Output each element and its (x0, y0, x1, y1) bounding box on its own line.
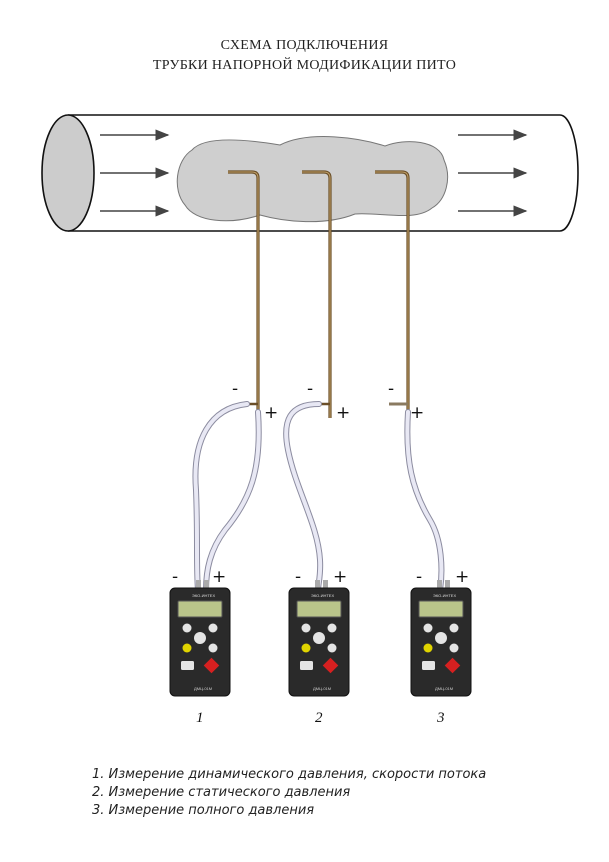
flow-arrows-outlet (458, 129, 528, 217)
pitot-tube-3 (375, 170, 410, 412)
tube1-plus-sign: + (264, 403, 278, 423)
device-model: ДМЦ-01М (313, 686, 331, 691)
hose-device2-minus (284, 402, 323, 592)
device-button (300, 661, 313, 670)
tube3-plus-sign: + (410, 403, 424, 423)
device-button (327, 643, 337, 653)
device3-plus-sign: + (455, 567, 469, 587)
hose-device1-minus (193, 402, 249, 592)
legend: 1. Измерение динамического давления, ско… (92, 766, 486, 820)
tube1-minus-sign: - (232, 379, 238, 399)
device3-minus-sign: - (416, 567, 422, 587)
device-button (208, 643, 218, 653)
port-minus (196, 580, 201, 588)
flow-zone (176, 136, 448, 223)
tube3-minus-sign: - (388, 379, 394, 399)
device1-minus-sign: - (172, 567, 178, 587)
diagram-title-line1: СХЕМА ПОДКЛЮЧЕНИЯ (220, 38, 389, 53)
device-display (296, 600, 342, 618)
device-button (449, 643, 459, 653)
device-button (301, 643, 311, 653)
hose-device1-plus (204, 410, 261, 592)
port-plus (445, 580, 450, 588)
tube2-plus-sign: + (336, 403, 350, 423)
legend-item-2: 2. Измерение статического давления (92, 785, 351, 800)
device-2: ЭКО-ИНТЕХ ДМЦ-01М (288, 580, 350, 697)
legend-item-3: 3. Измерение полного давления (92, 803, 315, 818)
device1-number: 1 (196, 710, 204, 726)
port-minus (437, 580, 442, 588)
device2-plus-sign: + (333, 567, 347, 587)
device2-number: 2 (315, 710, 323, 726)
device-button (182, 623, 192, 633)
device-button (194, 632, 206, 644)
device-button (423, 623, 433, 633)
device-model: ДМЦ-01М (435, 686, 453, 691)
device-1: ЭКО-ИНТЕХ ДМЦ-01М (169, 580, 231, 697)
port-plus (323, 580, 328, 588)
port-minus (315, 580, 320, 588)
device-display (177, 600, 223, 618)
device-button (182, 643, 192, 653)
device-button (181, 661, 194, 670)
flow-arrows-inlet (100, 129, 170, 217)
diagram-title-line2: ТРУБКИ НАПОРНОЙ МОДИФИКАЦИИ ПИТО (152, 58, 457, 73)
device-button (423, 643, 433, 653)
device-brand: ЭКО-ИНТЕХ (192, 593, 215, 598)
device2-minus-sign: - (295, 567, 301, 587)
device-button (435, 632, 447, 644)
legend-item-1: 1. Измерение динамического давления, ско… (92, 767, 487, 782)
hoses (192, 401, 445, 593)
device-brand: ЭКО-ИНТЕХ (433, 593, 456, 598)
device-button (208, 623, 218, 633)
hose-device3-plus (405, 410, 444, 592)
device-model: ДМЦ-01М (194, 686, 212, 691)
device-brand: ЭКО-ИНТЕХ (311, 593, 334, 598)
device-button (301, 623, 311, 633)
device-button (422, 661, 435, 670)
device-button (327, 623, 337, 633)
pipe-inlet-end (41, 114, 95, 232)
device-button (313, 632, 325, 644)
device-button (449, 623, 459, 633)
device1-plus-sign: + (212, 567, 226, 587)
port-plus (204, 580, 209, 588)
device-display (418, 600, 464, 618)
tube2-minus-sign: - (307, 379, 313, 399)
device-3: ЭКО-ИНТЕХ ДМЦ-01М (410, 580, 472, 697)
device3-number: 3 (436, 710, 445, 726)
